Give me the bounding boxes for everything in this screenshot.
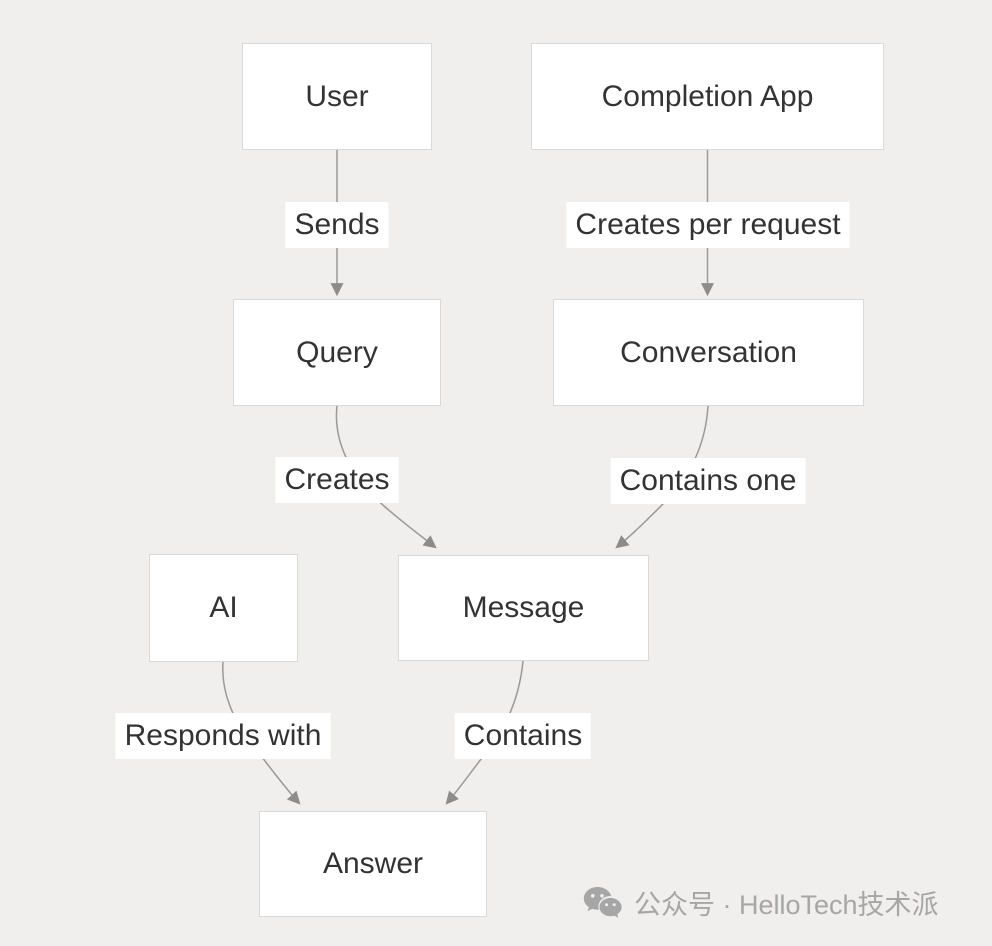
node-answer: Answer [259, 811, 487, 917]
node-answer-label: Answer [322, 847, 424, 880]
node-ai-label: AI [209, 591, 238, 624]
node-message: Message [398, 555, 649, 661]
edge-label-creates-per-request: Creates per request [566, 202, 850, 248]
edge-label-contains: Contains [454, 713, 592, 759]
node-user: User [242, 43, 432, 150]
node-query-label: Query [296, 335, 378, 369]
edge-label-contains-one: Contains one [610, 458, 806, 504]
node-completion-app-label: Completion App [601, 79, 814, 113]
edge-query-message [335, 405, 437, 549]
node-conversation: Conversation [553, 299, 864, 406]
node-query: Query [233, 299, 441, 406]
node-completion-app: Completion App [531, 43, 884, 150]
node-user-label: User [305, 79, 369, 113]
watermark-text: 公众号 · HelloTech技术派 [634, 890, 939, 920]
node-conversation-label: Conversation [620, 335, 797, 369]
node-message-label: Message [462, 591, 585, 624]
wechat-icon [583, 886, 623, 920]
edge-label-responds-with: Responds with [115, 713, 331, 759]
edge-label-creates: Creates [275, 457, 399, 503]
node-ai: AI [149, 554, 298, 662]
watermark: 公众号 · HelloTech技术派 [583, 883, 939, 922]
edge-label-sends: Sends [285, 202, 389, 248]
